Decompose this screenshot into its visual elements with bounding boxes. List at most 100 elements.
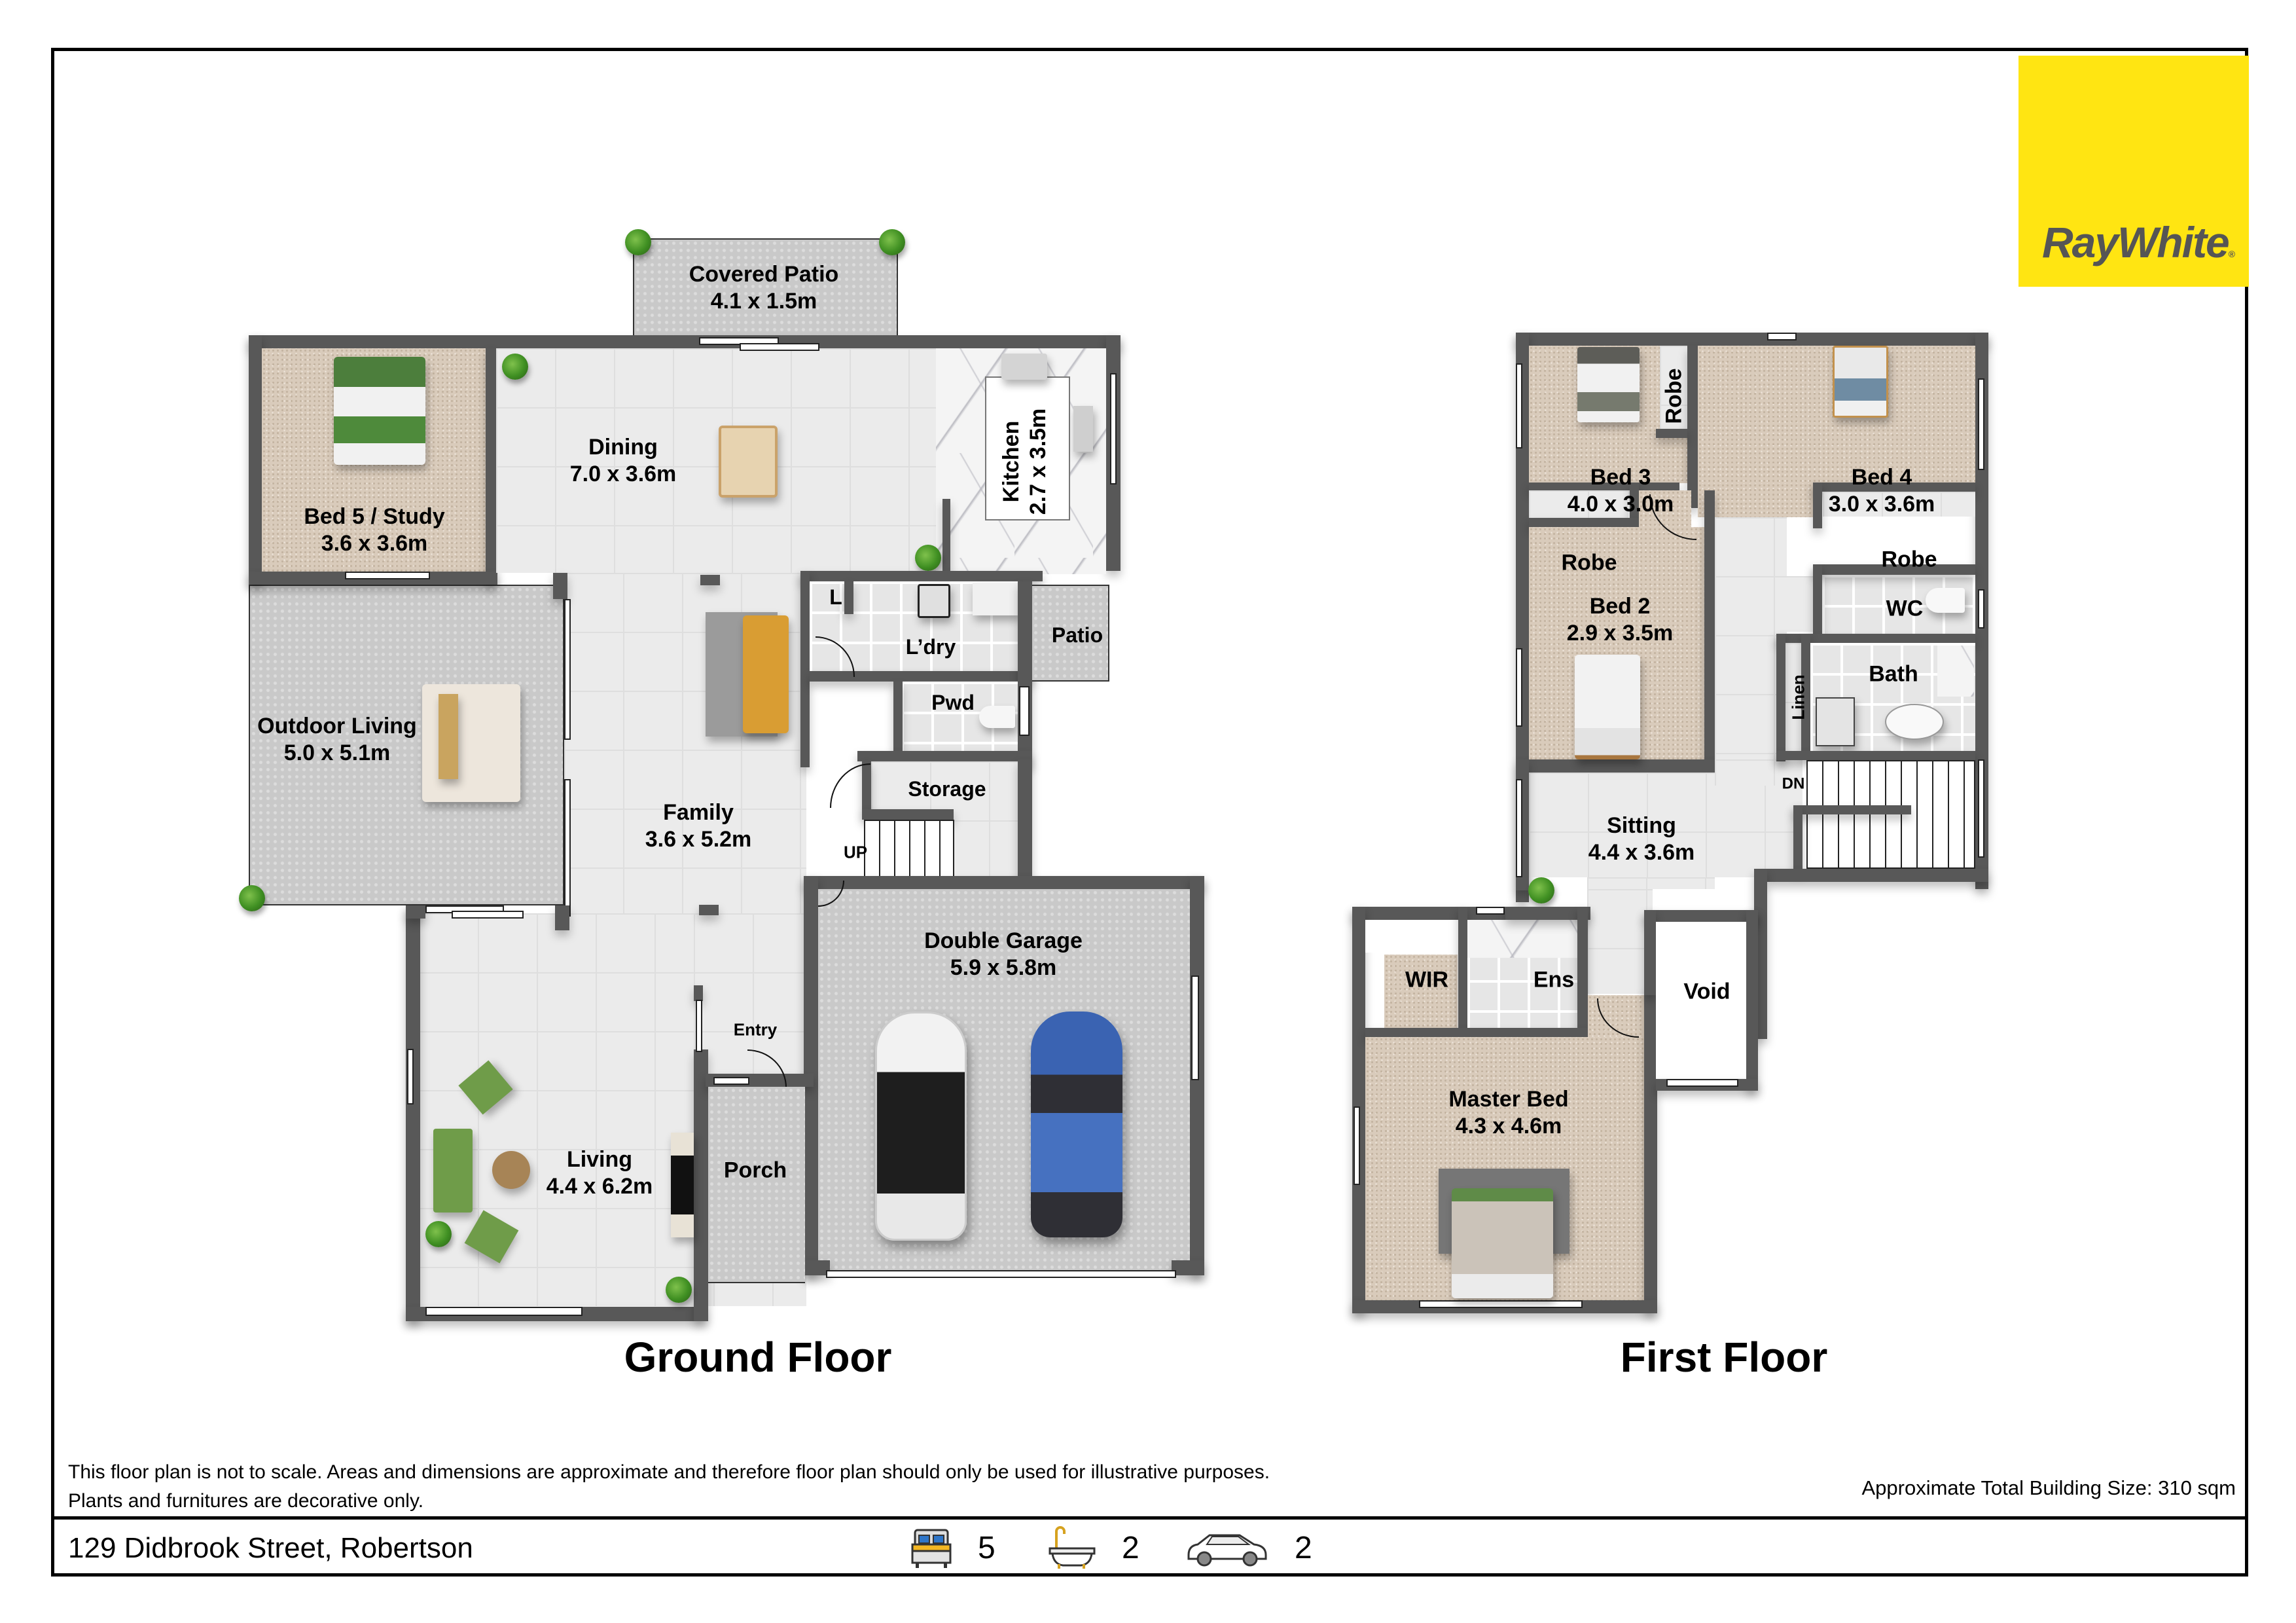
page-frame <box>51 48 2248 1577</box>
plant-icon <box>879 229 905 255</box>
wall <box>1801 634 1810 755</box>
window <box>1191 976 1199 1080</box>
wall <box>1776 751 1975 760</box>
window <box>1666 1079 1738 1087</box>
window <box>407 1049 414 1104</box>
window <box>1516 648 1522 727</box>
window <box>696 1000 702 1052</box>
garage-door <box>826 1270 1176 1278</box>
room-covered-patio <box>633 238 898 335</box>
room-sitting-lower <box>1587 877 1715 889</box>
sofa-icon <box>433 1129 473 1213</box>
room-label-bath: Bath <box>1869 661 1918 687</box>
room-porch <box>708 1087 805 1283</box>
room-label-porch: Porch <box>723 1158 787 1183</box>
window <box>1516 779 1522 877</box>
window <box>1978 759 1984 858</box>
wall <box>1505 907 1590 920</box>
footer-divider <box>51 1516 2248 1520</box>
ground-floor-title: Ground Floor <box>624 1334 892 1381</box>
wall <box>1365 1028 1588 1037</box>
wall <box>486 348 496 585</box>
window <box>1110 373 1117 484</box>
window <box>1516 363 1522 448</box>
wall <box>249 335 262 585</box>
wall <box>1813 564 1975 575</box>
wall <box>1529 483 1679 490</box>
window <box>1019 686 1030 736</box>
wall <box>699 905 719 915</box>
wir-shelf <box>1365 920 1463 953</box>
feature-bedrooms: 5 <box>910 1526 996 1569</box>
wall <box>1644 910 1758 922</box>
brand-name: RayWhite <box>2042 218 2230 266</box>
bed-icon <box>1452 1188 1553 1298</box>
wall <box>800 571 1043 581</box>
wall <box>1644 910 1656 995</box>
stairs-up-label: UP <box>843 842 868 862</box>
wall <box>810 671 1034 682</box>
outdoor-sofa-icon <box>422 684 520 802</box>
room-bed2-door <box>1639 490 1691 530</box>
window <box>1476 907 1505 915</box>
room-master-bed-door <box>1588 995 1644 1037</box>
wall <box>1704 490 1715 773</box>
coffee-table-icon <box>492 1151 530 1189</box>
sink-icon <box>1073 406 1093 452</box>
wall <box>700 575 720 585</box>
room-label-entry: Entry <box>733 1019 778 1040</box>
sliding-door <box>564 599 571 740</box>
wall <box>1793 805 1911 814</box>
room-robe-bed4 <box>1823 492 1975 517</box>
wall <box>1458 907 1467 1031</box>
ensuite-vanity <box>1467 920 1577 958</box>
disclaimer-line-2: Plants and furnitures are decorative onl… <box>68 1490 424 1512</box>
room-label-wir: WIR <box>1405 967 1449 993</box>
wall <box>1813 483 1822 528</box>
plant-icon <box>666 1277 692 1303</box>
wall <box>406 905 425 919</box>
bathtub-icon <box>1049 1526 1096 1569</box>
wall <box>800 571 810 767</box>
plant-icon <box>915 545 941 571</box>
sofa-icon <box>743 615 789 733</box>
wall <box>1813 564 1822 636</box>
wall <box>862 761 871 814</box>
room-label-powder: Pwd <box>931 690 975 714</box>
disclaimer: This floor plan is not to scale. Areas a… <box>68 1458 1270 1516</box>
window <box>713 1077 749 1085</box>
wall <box>1746 910 1758 1090</box>
wall <box>406 905 420 1321</box>
wall <box>804 1260 830 1275</box>
car-icon-blue <box>1031 1012 1122 1237</box>
window <box>452 911 524 919</box>
outdoor-coffee-table-icon <box>439 694 458 779</box>
wall <box>1644 989 1657 1313</box>
room-robe-bed2 <box>1529 490 1628 518</box>
window <box>1354 1106 1360 1185</box>
bed-icon <box>334 357 425 465</box>
property-address: 129 Didbrook Street, Robertson <box>68 1532 473 1564</box>
wall <box>1776 634 1785 761</box>
sliding-door <box>564 779 571 917</box>
room-wir <box>1384 955 1458 1028</box>
wall <box>1018 759 1032 881</box>
bathtub-icon <box>1885 704 1944 740</box>
wall <box>249 335 1121 348</box>
window <box>345 572 430 579</box>
kitchen-bench <box>985 376 1070 520</box>
feature-bathrooms: 2 <box>1047 1526 1139 1569</box>
washing-machine-icon <box>918 584 950 618</box>
sliding-door <box>740 343 819 351</box>
wall <box>1529 518 1639 527</box>
room-label-robe-bed2: Robe <box>1561 550 1617 575</box>
wall <box>694 985 703 1001</box>
room-hallway <box>1715 517 1787 766</box>
wall <box>1577 907 1588 1031</box>
